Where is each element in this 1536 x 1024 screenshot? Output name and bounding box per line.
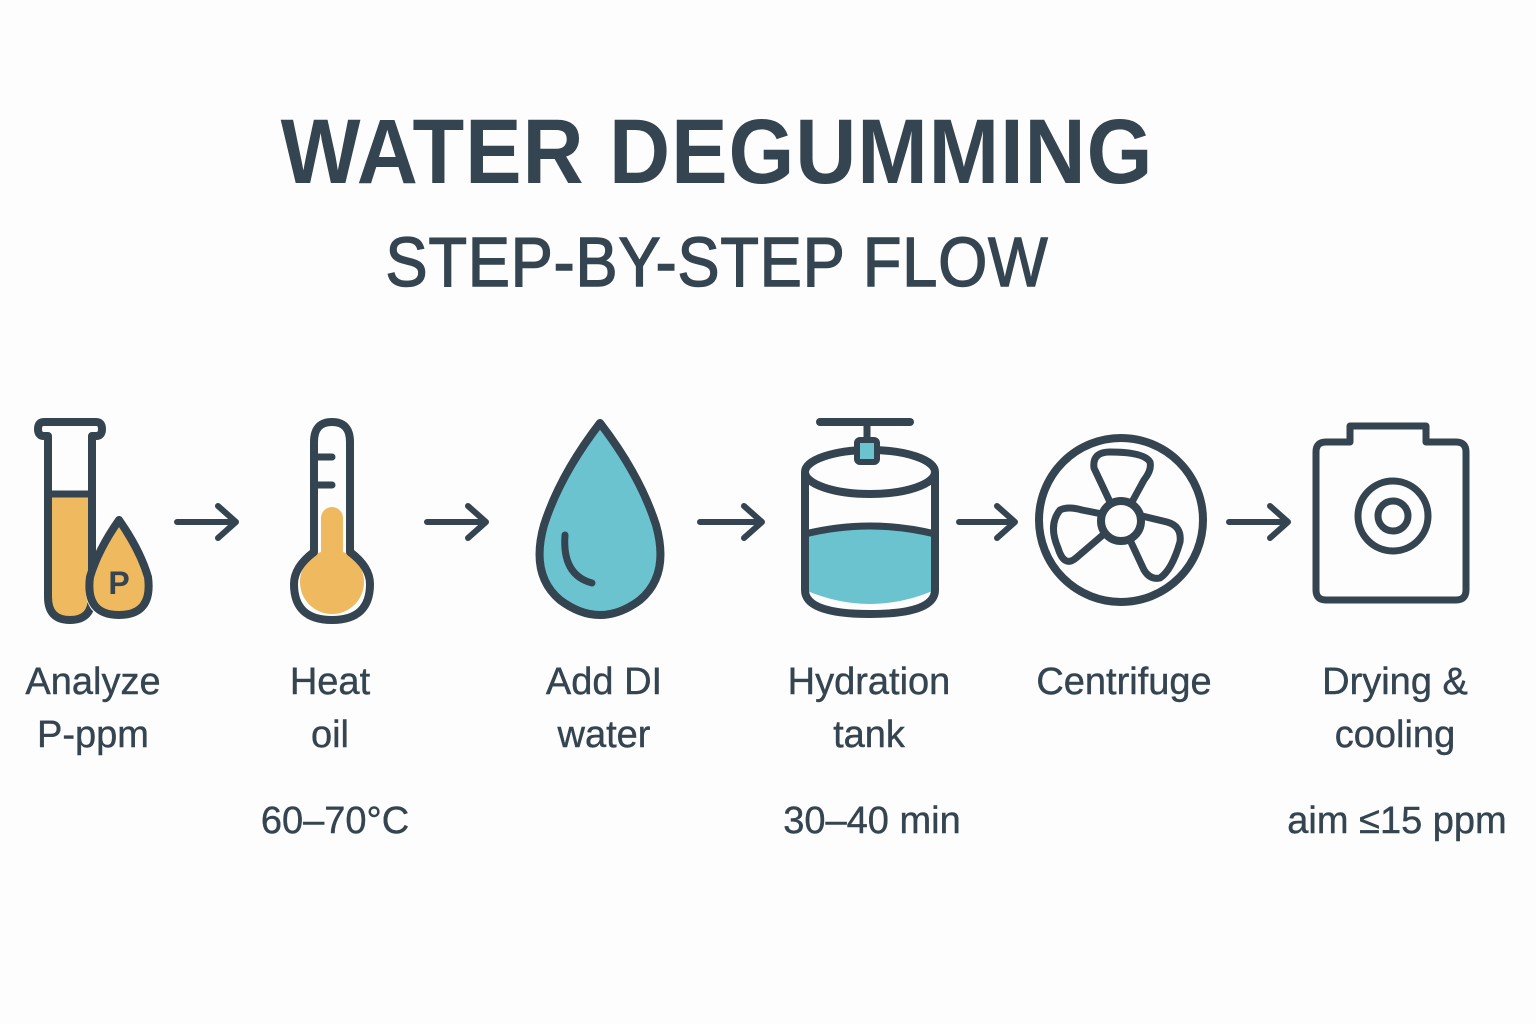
step-label-heat-oil: Heat oil (289, 661, 371, 756)
step-value-duration: 30–40 min (783, 800, 961, 842)
arrow-right-icon (697, 503, 765, 541)
hydration-tank-icon (801, 418, 939, 619)
page-subtitle: STEP-BY-STEP FLOW (385, 222, 1049, 302)
centrifuge-fan-icon (1035, 434, 1207, 606)
step-label-analyze: Analyze P-ppm (25, 661, 161, 756)
arrow-right-icon (424, 503, 489, 541)
step-value-target: aim ≤15 ppm (1287, 800, 1507, 842)
arrow-right-icon (1226, 503, 1291, 541)
step-label-hydration-tank: Hydration tank (787, 661, 951, 756)
step-value-temperature: 60–70°C (260, 800, 410, 842)
arrow-right-icon (174, 503, 239, 541)
step-label-centrifuge: Centrifuge (1036, 661, 1212, 703)
test-tube-phosphorus-icon: P (34, 418, 153, 624)
water-drop-icon (535, 419, 665, 619)
thermometer-icon (290, 418, 374, 624)
phosphorus-badge: P (108, 565, 129, 601)
arrow-right-icon (956, 503, 1018, 541)
page-title: WATER DEGUMMING (280, 101, 1154, 203)
step-label-drying: Drying & cooling (1322, 661, 1468, 756)
dryer-icon (1312, 422, 1470, 604)
step-label-add-water: Add DI water (545, 661, 663, 756)
